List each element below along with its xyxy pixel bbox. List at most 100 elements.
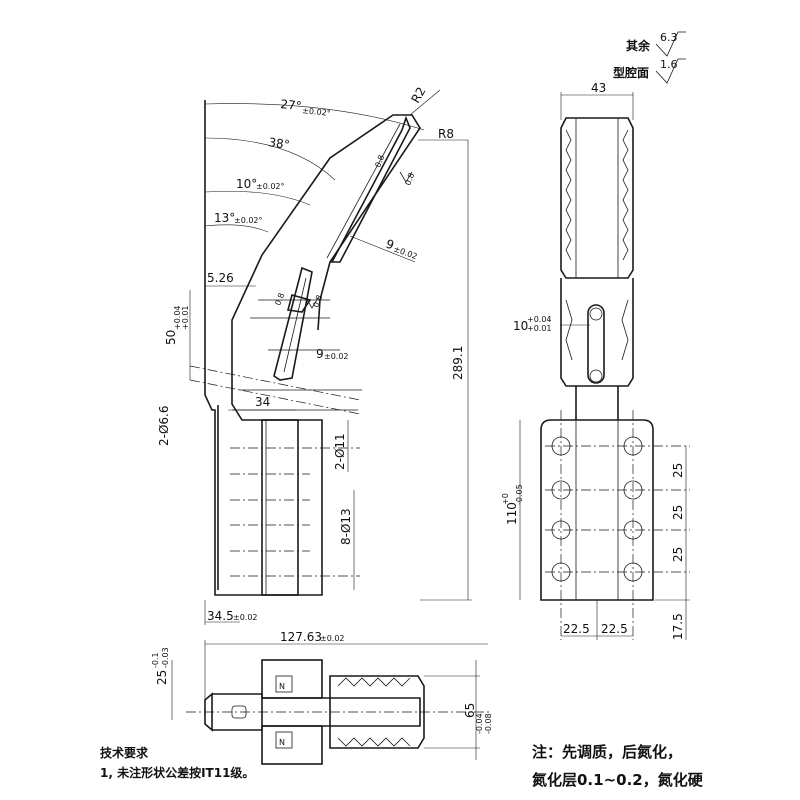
slot-inner-line — [283, 277, 307, 373]
dim-345-tol: ±0.02 — [233, 613, 258, 622]
roughness-symbol-icon — [399, 171, 413, 183]
roughness-08-c: 0.8 — [273, 292, 286, 307]
dim-25-tol-lower: -0.03 — [161, 647, 170, 668]
dim-110: 110 — [505, 502, 519, 525]
side-view-profile — [204, 100, 421, 596]
slot-pocket — [286, 294, 312, 313]
half-left: 22.5 — [563, 622, 590, 636]
n-mark-icon: N — [279, 682, 285, 691]
flange-nut — [275, 731, 293, 749]
lower-serration — [337, 737, 411, 747]
half-right: 22.5 — [601, 622, 628, 636]
flange-top — [261, 659, 323, 699]
roughness-08-b: 0.8 — [403, 172, 416, 187]
dim-2891: 289.1 — [451, 346, 465, 380]
tech-title: 技术要求 — [100, 745, 149, 760]
slot-hole-top — [589, 307, 603, 321]
slot-9-upper: 9 — [384, 237, 396, 253]
base-plate — [540, 419, 654, 601]
dim-10-tol-upper: +0.04 — [527, 315, 552, 324]
flange-bottom — [261, 725, 323, 765]
dim-10: 10 — [513, 319, 528, 333]
dim-25-tol-upper: -0.1 — [151, 652, 160, 668]
angle-arc-10 — [204, 190, 311, 206]
right-zigzag — [622, 129, 629, 261]
dim-25: 25 — [155, 670, 169, 685]
upper-serration — [337, 677, 411, 687]
angle-27-text: 27° — [280, 97, 303, 113]
dim-65-tol-upper: -0.04 — [475, 713, 484, 734]
upper-angled-groove — [330, 115, 411, 263]
holes-13: 8-Ø13 — [339, 508, 353, 545]
dim-10-tol-lower: +0.01 — [527, 324, 552, 333]
holes-66: 2-Ø6.6 — [157, 406, 171, 447]
notes: 技术要求 1, 未注形状公差按IT11级。 注：先调质，后氮化， 氮化层0.1~… — [100, 743, 704, 789]
upper-body — [560, 117, 634, 279]
dim-12763-tol: ±0.02 — [320, 634, 345, 643]
groove-inner-line — [326, 123, 401, 259]
angle-13-text: 13° — [214, 211, 235, 225]
angle-arc-13 — [204, 224, 269, 233]
vertical-slot — [587, 304, 605, 384]
dim-34: 34 — [255, 395, 270, 409]
holes-11: 2-Ø11 — [333, 433, 347, 470]
dim-50-tol-upper: +0.04 — [173, 305, 182, 330]
dim-110-tol-lower: -0.05 — [515, 484, 524, 505]
note-line-1: 注：先调质，后氮化， — [532, 743, 682, 761]
left-zigzag — [565, 129, 572, 261]
surface-finish-block: 其余 6.3 型腔面 1.6 — [613, 31, 686, 84]
lower-angled-slot — [273, 266, 313, 381]
angle-10-text: 10° — [236, 177, 257, 191]
side-view: 27° ±0.02° R2 R8 38° 10° ±0.02° 0.8 0.8 … — [157, 85, 472, 625]
n-mark-icon: N — [279, 738, 285, 747]
tech-item-1: 1, 未注形状公差按IT11级。 — [100, 765, 254, 780]
roughness-08-a: 0.8 — [373, 154, 386, 169]
finish-cavity-value: 1.6 — [660, 58, 678, 71]
serrated-body — [329, 675, 425, 749]
angle-10-tol: ±0.02° — [256, 182, 285, 191]
dim-65: 65 — [463, 703, 477, 718]
dim-110-tol-upper: +0 — [501, 493, 510, 505]
angle-38-text: 38° — [268, 135, 291, 152]
roughness-symbol-icon — [305, 297, 319, 309]
roughness-symbol-icon — [655, 31, 686, 57]
slot-centerline — [189, 365, 361, 401]
base-block — [261, 419, 299, 596]
dim-50-tol-lower: +0.01 — [181, 305, 190, 330]
pitch-3: 25 — [671, 547, 685, 562]
left-lower-zigzag — [565, 299, 573, 361]
roughness-symbol-icon — [655, 58, 686, 84]
dim-50: 50 — [164, 330, 178, 345]
base-channel — [575, 419, 619, 601]
slot-9-lower: 9 — [316, 347, 324, 361]
note-line-2: 氮化层0.1~0.2，氮化硬 — [532, 771, 704, 789]
finish-cavity-label: 型腔面 — [613, 65, 649, 80]
slot-centerline — [189, 379, 361, 415]
dim-345: 34.5 — [207, 609, 234, 623]
base-holes — [551, 436, 643, 582]
dim-175: 17.5 — [671, 613, 685, 640]
roughness-08-d: 0.8 — [311, 294, 324, 309]
angle-arc-27 — [204, 103, 425, 131]
pitch-2: 25 — [671, 505, 685, 520]
radius-r8-label: R8 — [438, 127, 454, 141]
radius-r2-label: R2 — [408, 85, 428, 106]
upper-channel — [575, 117, 619, 279]
top-view: 127.63 ±0.02 25 -0.1 -0.03 N N 65 -0.04 … — [151, 630, 493, 765]
finish-other-value: 6.3 — [660, 31, 678, 44]
angle-13-tol: ±0.02° — [234, 216, 263, 225]
dim-526: 5.26 — [207, 271, 234, 285]
angle-arc-38 — [204, 137, 336, 181]
dim-43: 43 — [591, 81, 606, 95]
right-lower-zigzag — [621, 299, 629, 361]
slot-9-upper-tol: ±0.02 — [392, 244, 418, 261]
slot-9-upper-leader — [349, 235, 416, 263]
dim-12763: 127.63 — [280, 630, 322, 644]
slot-9-lower-tol: ±0.02 — [324, 352, 349, 361]
flange-nut — [275, 675, 293, 693]
r2-leader — [409, 89, 441, 116]
pitch-1: 25 — [671, 463, 685, 478]
slot-hole-bottom — [589, 369, 603, 383]
angle-27-tol: ±0.02° — [302, 106, 331, 118]
